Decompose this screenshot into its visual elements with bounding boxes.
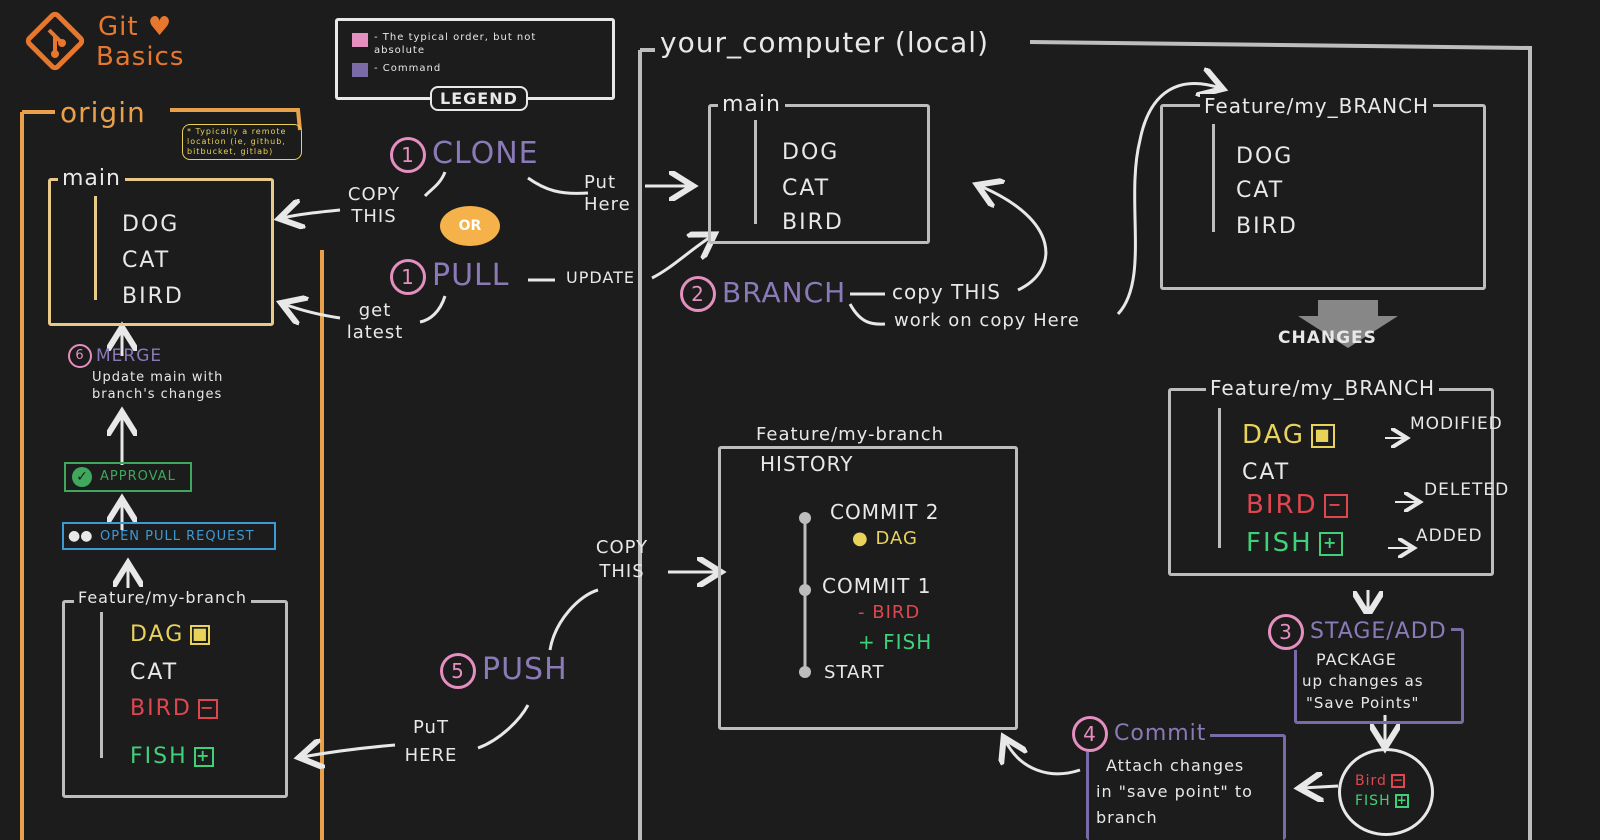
or-badge: OR	[440, 206, 500, 246]
staged-fish: FISH+	[1355, 793, 1409, 809]
origin-main-file-bird: BIRD	[122, 284, 184, 309]
deleted-icon: −	[197, 699, 218, 719]
stage-desc-2: up changes as	[1302, 672, 1424, 690]
changed-file-bird: BIRD−	[1246, 490, 1348, 520]
legend-text-command: - Command	[374, 63, 442, 74]
staged-package-circle: Bird− FISH+	[1338, 748, 1434, 836]
push-copy-this: COPY THIS	[595, 537, 649, 582]
commit-2-label: COMMIT 2	[830, 500, 940, 524]
pull-request-badge: ●● OPEN PULL REQUEST	[62, 522, 276, 550]
origin-feature-file-cat: CAT	[130, 660, 179, 685]
history-start: START	[824, 662, 885, 683]
changes-label: CHANGES	[1278, 328, 1377, 348]
origin-main-file-dog: DOG	[122, 212, 180, 237]
local-feature-file-cat: CAT	[1236, 178, 1285, 203]
heart-icon: ♥	[147, 12, 173, 42]
origin-main-file-cat: CAT	[122, 248, 171, 273]
deleted-icon: −	[1390, 773, 1405, 788]
merge-desc-2: branch's changes	[92, 387, 223, 402]
added-icon: +	[1318, 531, 1343, 556]
local-feature-file-bird: BIRD	[1236, 214, 1298, 239]
branch-work-here: work on copy Here	[894, 310, 1080, 331]
merge-desc-1: Update main with	[92, 370, 224, 385]
logo-title-line2: Basics	[96, 42, 185, 72]
logo-title-line1: Git ♥	[98, 12, 173, 42]
local-feature-label: Feature/my_BRANCH	[1200, 94, 1434, 118]
origin-feature-label: Feature/my-branch	[74, 588, 252, 607]
added-icon: +	[193, 747, 214, 767]
commit-2-change: ● DAG	[852, 528, 918, 549]
origin-main-label: main	[58, 166, 125, 191]
modified-dot-icon: ●	[852, 528, 869, 549]
legend-text-order: - The typical order, but not absolute	[374, 32, 537, 56]
local-label: your_computer (local)	[660, 26, 989, 59]
origin-feature-file-dag: DAG■	[130, 622, 211, 647]
origin-label: origin	[60, 96, 146, 129]
branch-copy-this: copy THIS	[892, 280, 1001, 304]
origin-main-box	[48, 178, 274, 326]
modified-icon: ■	[190, 624, 211, 645]
status-modified: MODIFIED	[1410, 414, 1503, 434]
approval-badge: ✓ APPROVAL	[64, 462, 192, 492]
added-icon: +	[1394, 793, 1409, 808]
legend-swatch-order	[352, 33, 368, 47]
commit-desc-1: Attach changes	[1106, 756, 1245, 775]
commit-desc-3: branch	[1096, 808, 1158, 827]
origin-feature-file-fish: FISH+	[130, 744, 214, 769]
local-feature-file-dog: DOG	[1236, 144, 1294, 169]
clone-put-here: Put Here	[584, 172, 631, 215]
changed-file-cat: CAT	[1242, 460, 1291, 485]
commit-1-minus: - BIRD	[858, 602, 921, 623]
local-feature-box	[1160, 104, 1486, 290]
changed-branch-label: Feature/my_BRANCH	[1206, 376, 1440, 400]
commit-desc-2: in "save point" to	[1096, 782, 1253, 801]
deleted-icon: −	[1323, 493, 1348, 518]
history-label: Feature/my-branch	[752, 424, 949, 445]
stage-desc-1: PACKAGE	[1316, 650, 1397, 669]
status-added: ADDED	[1416, 526, 1483, 546]
legend-swatch-command	[352, 63, 368, 77]
local-main-label: main	[718, 92, 785, 117]
modified-icon: ■	[1311, 423, 1336, 448]
origin-feature-file-bird: BIRD−	[130, 696, 218, 721]
commit-1-label: COMMIT 1	[822, 574, 932, 598]
changed-file-fish: FISH+	[1246, 528, 1343, 558]
history-label-2: HISTORY	[760, 452, 854, 476]
origin-note: * Typically a remote location (ie, githu…	[182, 124, 302, 160]
legend-title: LEGEND	[430, 86, 528, 111]
history-box	[718, 446, 1018, 730]
check-icon: ✓	[72, 467, 92, 487]
eyes-icon: ●●	[68, 528, 93, 544]
local-main-box	[708, 104, 930, 244]
local-main-file-cat: CAT	[782, 176, 831, 201]
local-main-file-bird: BIRD	[782, 210, 844, 235]
git-logo-icon	[24, 10, 86, 72]
local-main-file-dog: DOG	[782, 140, 840, 165]
clone-copy-this: COPY THIS	[347, 184, 401, 227]
pull-get-latest: get latest	[346, 300, 404, 343]
staged-bird: Bird−	[1355, 773, 1405, 789]
commit-1-plus: + FISH	[858, 630, 933, 654]
push-put-here: PuT HERE	[404, 717, 458, 766]
changed-file-dag: DAG■	[1242, 420, 1336, 450]
pull-update: UPDATE	[566, 268, 635, 287]
stage-desc-3: "Save Points"	[1306, 694, 1420, 712]
status-deleted: DELETED	[1424, 480, 1510, 500]
